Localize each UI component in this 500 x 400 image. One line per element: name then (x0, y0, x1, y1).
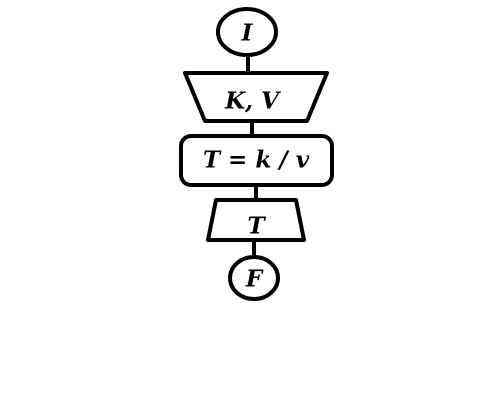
process-node: T = k / v (179, 134, 334, 187)
output-label: T (247, 213, 266, 240)
end-circle (228, 255, 280, 301)
start-node: I (216, 7, 278, 57)
process-box (179, 134, 334, 187)
input-label: K, V (224, 88, 281, 115)
end-node: F (228, 255, 280, 301)
input-trapezoid (183, 71, 329, 123)
input-node: K, V (183, 71, 329, 123)
start-label: I (241, 20, 254, 47)
start-circle (216, 7, 278, 57)
end-label: F (245, 266, 264, 293)
output-node: T (206, 198, 306, 242)
process-label: T = k / v (203, 147, 310, 174)
output-trapezoid (206, 198, 306, 242)
